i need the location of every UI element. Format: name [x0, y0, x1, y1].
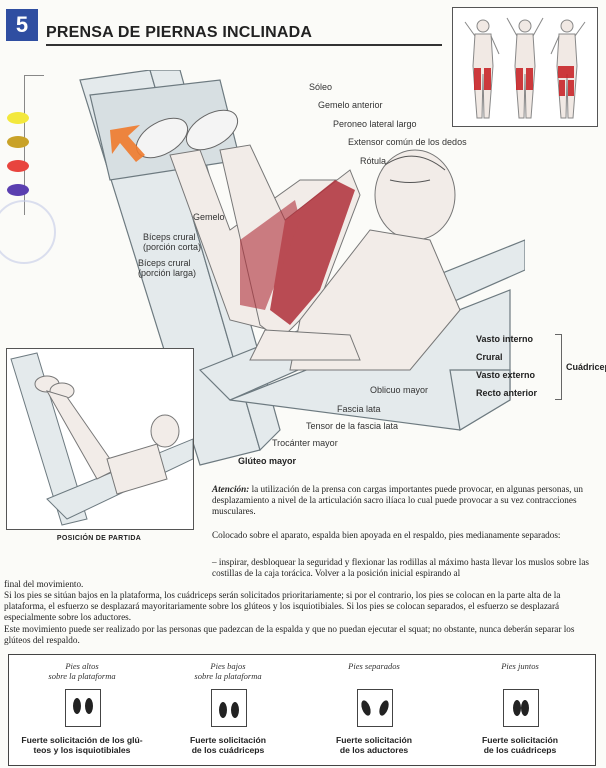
label-cuadriceps: Cuádriceps [566, 362, 606, 372]
label-trocanter: Trocánter mayor [272, 438, 338, 448]
page-title: PRENSA DE PIERNAS INCLINADA [46, 24, 313, 41]
feet-icon-together [503, 689, 539, 727]
quadriceps-bracket [555, 334, 562, 400]
color-key-ochre [7, 136, 29, 148]
foot-position-title: Pies altos sobre la plataforma [48, 661, 116, 681]
foot-positions-panel: Pies altos sobre la plataforma Fuerte so… [8, 654, 596, 766]
label-peroneo: Peroneo lateral largo [333, 119, 417, 129]
instructions-end: final del movimiento. [4, 579, 84, 589]
footprints-icon [219, 702, 239, 718]
library-stamp [0, 200, 56, 264]
label-extensor: Extensor común de los dedos [348, 137, 467, 147]
direction-arrow [110, 125, 145, 162]
starting-position-figure [10, 352, 194, 526]
feet-icon-high [65, 689, 101, 727]
attention-body: la utilización de la prensa con cargas i… [212, 484, 583, 517]
margin-bracket-top [24, 75, 44, 76]
label-gemelo: Gemelo [193, 212, 225, 222]
label-vasto-interno: Vasto interno [476, 334, 534, 344]
foot-position-together: Pies juntos Fuerte solicitación de los c… [447, 655, 593, 765]
label-gluteo: Glúteo mayor [238, 456, 297, 466]
leg-press-main-illustration [79, 70, 525, 466]
foot-position-effect: Fuerte solicitación de los glú- teos y l… [21, 735, 143, 755]
feet-icon-low [211, 689, 247, 727]
instructions-intro: Colocado sobre el aparato, espalda bien … [212, 530, 561, 540]
label-vasto-externo: Vasto externo [476, 370, 536, 380]
label-tensor: Tensor de la fascia lata [306, 421, 399, 431]
feet-icon-apart [357, 689, 393, 727]
label-rotula: Rótula [360, 156, 387, 166]
foot-position-title: Pies separados [348, 661, 400, 671]
foot-placement-paragraph: Si los pies se sitúan bajos en la plataf… [4, 590, 561, 623]
foot-position-title: Pies bajos sobre la plataforma [194, 661, 262, 681]
label-crural: Crural [476, 352, 503, 362]
foot-position-high: Pies altos sobre la plataforma Fuerte so… [9, 655, 155, 765]
exercise-number: 5 [15, 12, 29, 37]
label-soleo: Sóleo [309, 82, 333, 92]
footprints-icon [73, 698, 93, 714]
foot-position-effect: Fuerte solicitación de los aductores [336, 735, 412, 755]
label-biceps-larga: Bíceps crural (porción larga) [138, 258, 197, 278]
foot-position-low: Pies bajos sobre la plataforma Fuerte so… [155, 655, 301, 765]
instructions-step: – inspirar, desbloquear la seguridad y f… [212, 557, 589, 579]
label-recto-anterior: Recto anterior [476, 388, 538, 398]
title-underline [46, 44, 442, 46]
starting-position-caption: POSICIÓN DE PARTIDA [56, 535, 142, 542]
foot-position-effect: Fuerte solicitación de los cuádriceps [190, 735, 266, 755]
color-key-purple [7, 184, 29, 196]
foot-position-apart: Pies separados Fuerte solicitación de lo… [301, 655, 447, 765]
foot-position-title: Pies juntos [501, 661, 539, 671]
color-key-yellow [7, 112, 29, 124]
attention-label: Atención: [212, 484, 250, 494]
exercise-number-badge: 5 [6, 9, 38, 41]
footprints-icon [513, 700, 529, 716]
attention-paragraph: Atención: la utilización de la prensa co… [212, 484, 592, 518]
label-biceps-corta: Bíceps crural (porción corta) [143, 232, 202, 252]
footprints-icon [361, 700, 389, 716]
foot-position-effect: Fuerte solicitación de los cuádriceps [482, 735, 558, 755]
anatomy-overview [452, 7, 598, 127]
label-oblicuo: Oblicuo mayor [370, 385, 429, 395]
back-note-paragraph: Este movimiento puede ser realizado por … [4, 624, 575, 646]
starting-position-illustration [6, 348, 194, 530]
anatomy-figures-illustration [464, 17, 586, 119]
color-key-red [7, 160, 29, 172]
label-fascia: Fascia lata [337, 404, 381, 414]
label-gemelo-anterior: Gemelo anterior [318, 100, 383, 110]
